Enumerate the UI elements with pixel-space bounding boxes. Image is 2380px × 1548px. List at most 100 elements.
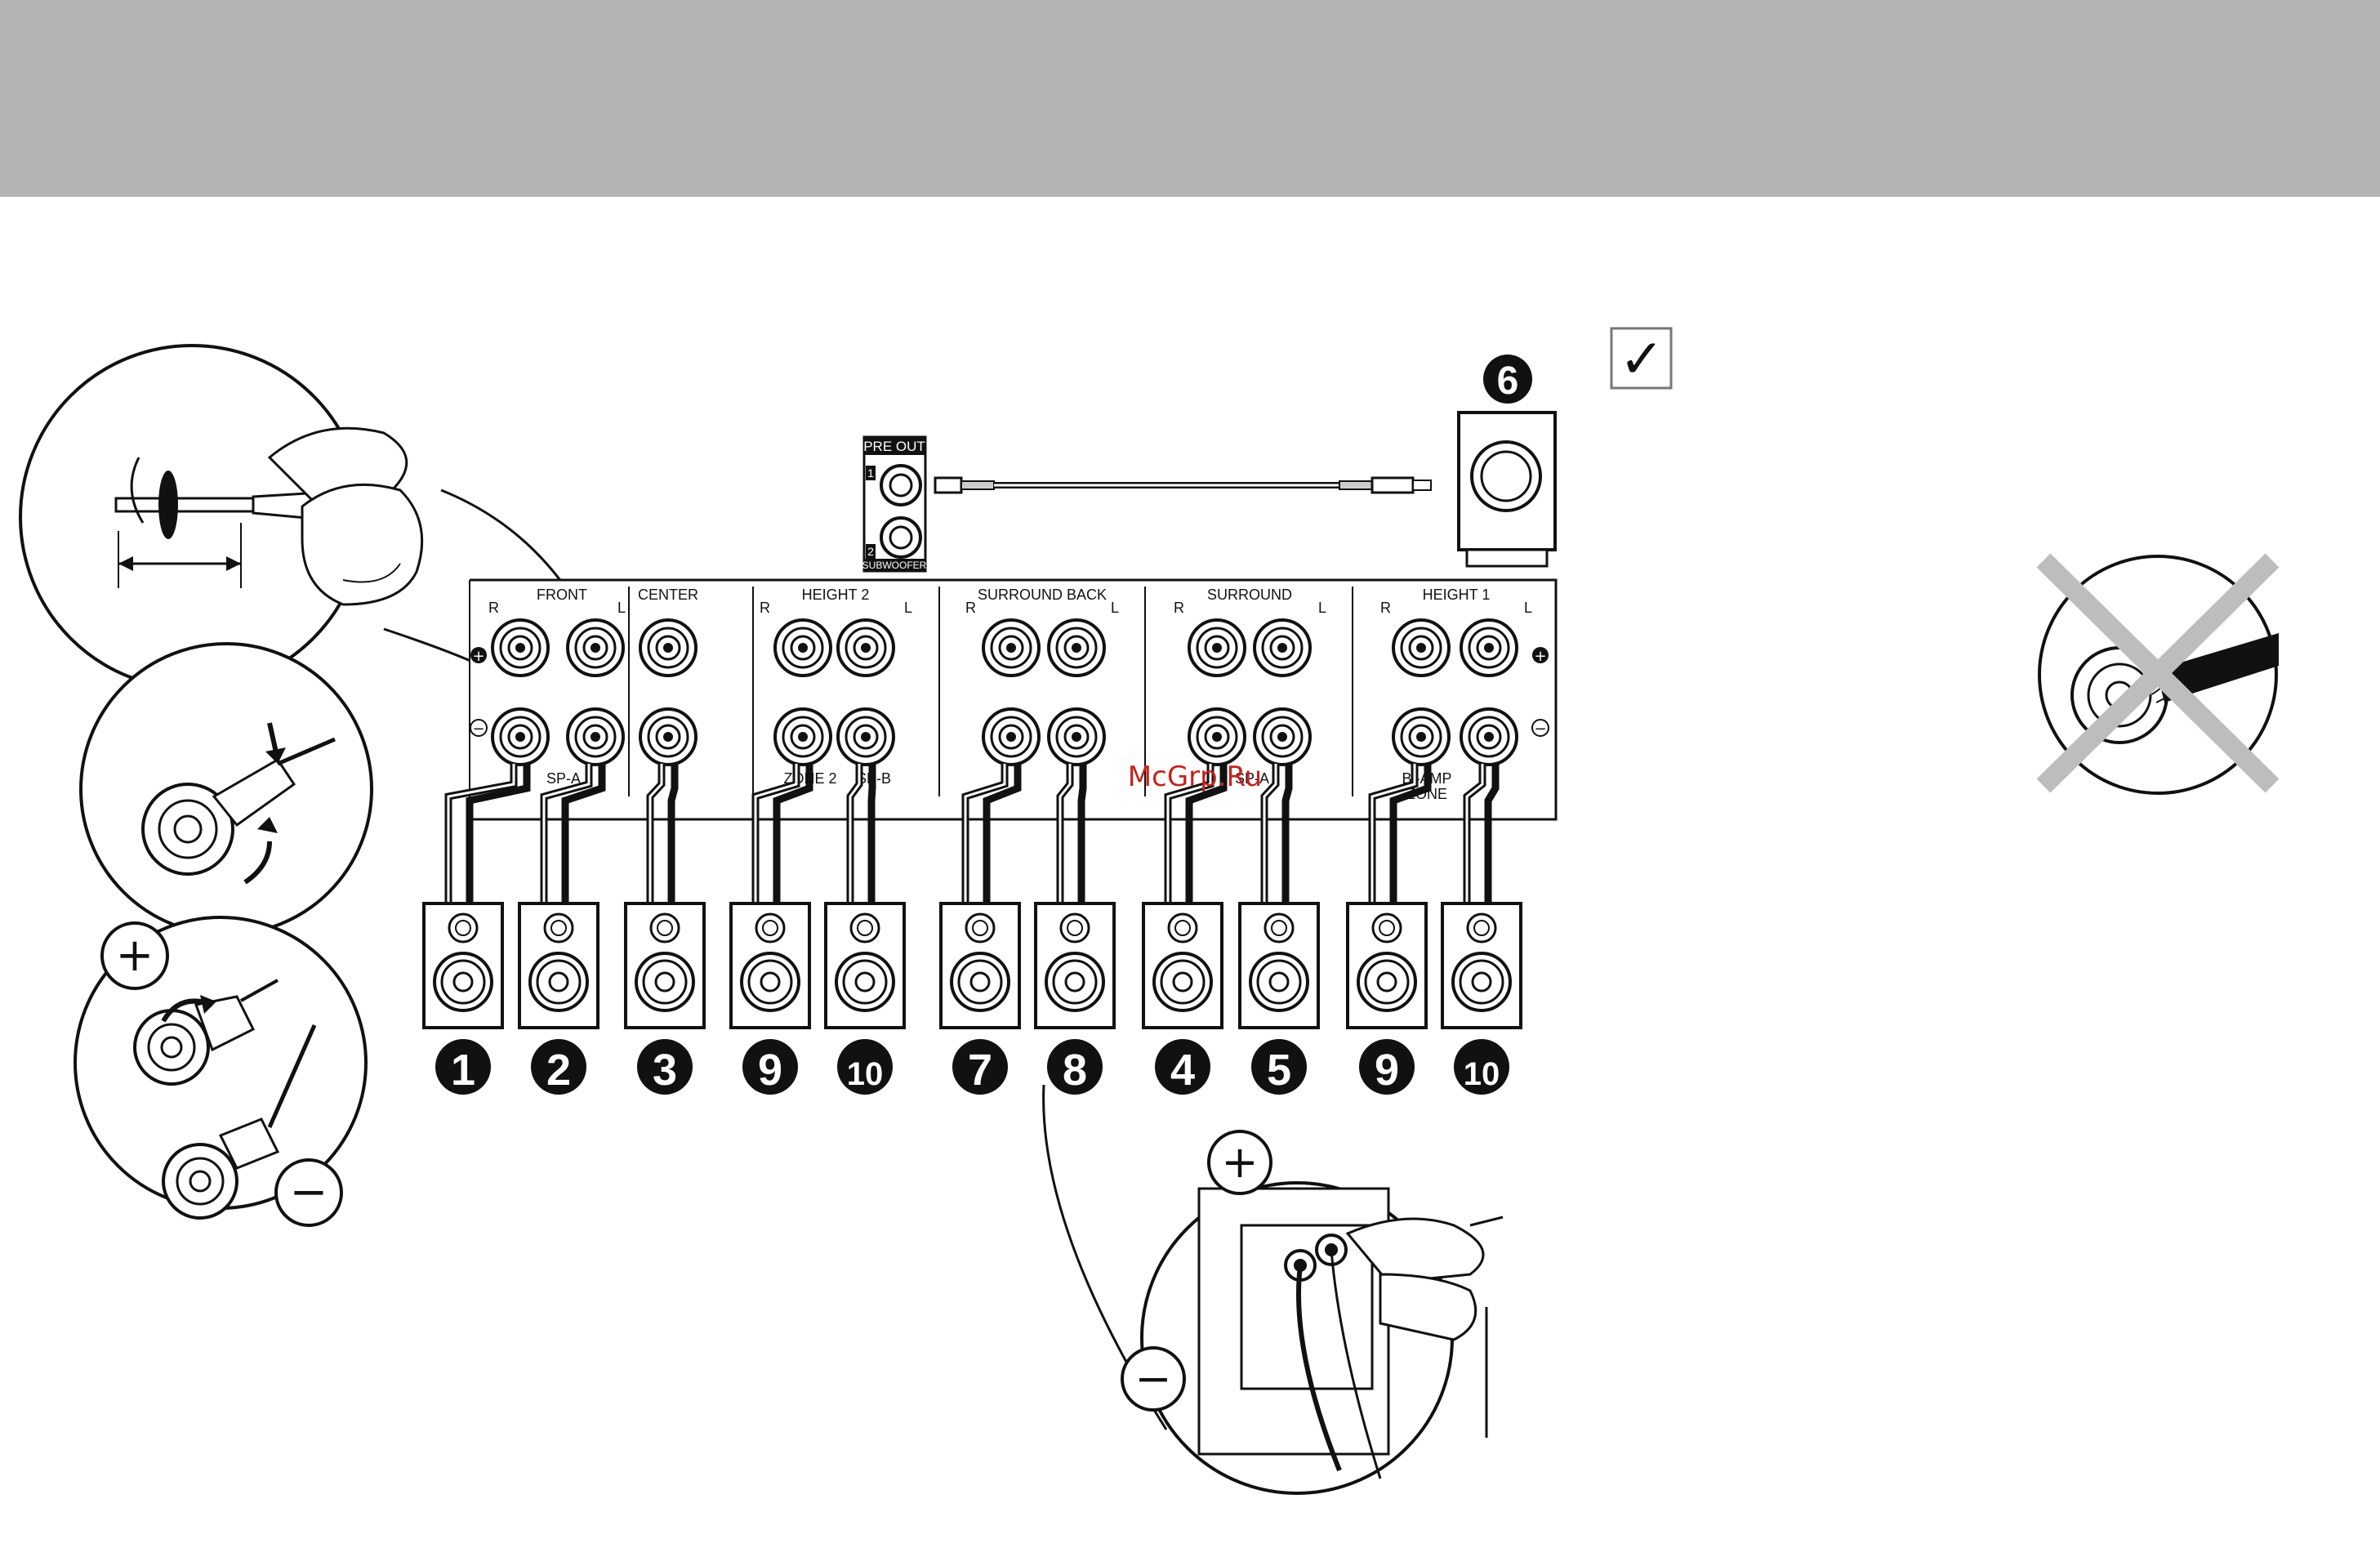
subwoofer-number: 6 bbox=[1497, 359, 1519, 403]
speaker-7 bbox=[1143, 903, 1222, 1028]
checkbox-check: ✓ bbox=[1619, 328, 1664, 390]
speaker-row bbox=[424, 903, 1521, 1028]
speaker-1 bbox=[519, 903, 598, 1028]
speaker-3 bbox=[731, 903, 809, 1028]
terminal-minus-7 bbox=[1189, 709, 1245, 765]
pre-out-jacks: PRE OUT 1 2 SUBWOOFER bbox=[862, 437, 927, 571]
wire-b-4 bbox=[871, 764, 872, 903]
wire-b-2 bbox=[671, 764, 675, 903]
speaker-badge-number-0: 1 bbox=[451, 1046, 475, 1095]
terminal-minus-3 bbox=[775, 709, 831, 765]
minus-symbol: − bbox=[290, 1166, 328, 1219]
bottom-minus-symbol: − bbox=[1122, 1348, 1184, 1410]
speaker-badge-1: 2 bbox=[531, 1039, 586, 1095]
speaker-badge-number-5: 7 bbox=[968, 1046, 992, 1095]
terminal-minus-8 bbox=[1255, 709, 1310, 765]
speaker-badge-2: 3 bbox=[637, 1039, 693, 1095]
front-r-label: R bbox=[488, 600, 499, 616]
height1-l-label: L bbox=[1524, 600, 1532, 616]
speaker-badge-number-7: 4 bbox=[1170, 1046, 1195, 1095]
panel-plus-right: + bbox=[1534, 648, 1546, 665]
wire-b-8 bbox=[1286, 764, 1289, 903]
terminal-plus-9 bbox=[1393, 620, 1449, 676]
terminal-plus-10 bbox=[1461, 620, 1517, 676]
binding-post-loosen-callout bbox=[81, 644, 372, 935]
pre-out-title: PRE OUT bbox=[863, 439, 925, 454]
subwoofer-cable bbox=[935, 478, 1431, 493]
speaker-number-row: 1 2 3 9 10 7 8 4 5 9 10 bbox=[435, 1039, 1509, 1095]
speaker-8 bbox=[1240, 903, 1318, 1028]
speaker-badge-number-2: 3 bbox=[653, 1046, 677, 1095]
panel-minus-left: − bbox=[472, 720, 484, 738]
terminal-plus-8 bbox=[1255, 620, 1310, 676]
speaker-badge-number-6: 8 bbox=[1063, 1046, 1087, 1095]
surround-back-label: SURROUND BACK bbox=[978, 587, 1107, 603]
speaker-4 bbox=[826, 903, 904, 1028]
terminal-plus-4 bbox=[838, 620, 894, 676]
pre-out-subwoofer: SUBWOOFER bbox=[862, 560, 927, 571]
bad-wire-example bbox=[2039, 556, 2279, 793]
speaker-badge-10: 10 bbox=[1454, 1039, 1509, 1095]
terminal-minus-4 bbox=[838, 709, 894, 765]
terminal-minus-0 bbox=[492, 709, 548, 765]
terminal-plus-7 bbox=[1189, 620, 1245, 676]
speaker-badge-number-1: 2 bbox=[546, 1046, 571, 1095]
speaker-5 bbox=[941, 903, 1019, 1028]
surround-back-r-label: R bbox=[965, 600, 976, 616]
watermark: McGrp.Ru bbox=[1128, 761, 1262, 793]
speaker-0 bbox=[424, 903, 502, 1028]
speaker-badge-number-9: 9 bbox=[1375, 1046, 1399, 1095]
height1-label: HEIGHT 1 bbox=[1423, 587, 1491, 603]
panel-plus-left: + bbox=[472, 648, 484, 665]
height2-label: HEIGHT 2 bbox=[802, 587, 870, 603]
speaker-badge-0: 1 bbox=[435, 1039, 491, 1095]
speaker-badge-number-8: 5 bbox=[1267, 1046, 1291, 1095]
minus-callout-symbol: − bbox=[276, 1160, 341, 1225]
speaker-badge-4: 10 bbox=[837, 1039, 893, 1095]
speaker-6 bbox=[1036, 903, 1114, 1028]
panel-minus-right: − bbox=[1534, 720, 1546, 738]
surround-r-label: R bbox=[1174, 600, 1184, 616]
receiver-panel: FRONT R L CENTER HEIGHT 2 R L SURROUND B… bbox=[448, 580, 1556, 903]
terminal-minus-9 bbox=[1393, 709, 1449, 765]
surround-label: SURROUND bbox=[1207, 587, 1292, 603]
terminal-minus-5 bbox=[983, 709, 1039, 765]
surround-back-l-label: L bbox=[1111, 600, 1119, 616]
speaker-badge-7: 4 bbox=[1155, 1039, 1210, 1095]
speaker-2 bbox=[626, 903, 704, 1028]
terminal-plus-5 bbox=[983, 620, 1039, 676]
terminal-minus-6 bbox=[1049, 709, 1104, 765]
speaker-badge-9: 9 bbox=[1359, 1039, 1415, 1095]
height1-r-label: R bbox=[1380, 600, 1391, 616]
pre-out-ch1: 1 bbox=[867, 466, 874, 480]
terminal-minus-2 bbox=[640, 709, 696, 765]
terminal-plus-0 bbox=[492, 620, 548, 676]
speaker-badge-number-3: 9 bbox=[758, 1046, 782, 1095]
wire-b-6 bbox=[1081, 764, 1083, 903]
speaker-badge-number-4: 10 bbox=[847, 1056, 884, 1092]
bottom-plus-symbol: + bbox=[1209, 1131, 1271, 1193]
speaker-badge-5: 7 bbox=[952, 1039, 1008, 1095]
speaker-9 bbox=[1348, 903, 1426, 1028]
bottom-plus-text: + bbox=[1221, 1136, 1258, 1188]
checkbox-icon: ✓ bbox=[1611, 328, 1671, 390]
height2-r-label: R bbox=[760, 600, 770, 616]
speaker-terminal-callout bbox=[1044, 1085, 1503, 1493]
terminal-plus-6 bbox=[1049, 620, 1104, 676]
bottom-minus-text: − bbox=[1134, 1353, 1171, 1404]
plus-symbol: + bbox=[116, 929, 154, 982]
height2-l-label: L bbox=[904, 600, 912, 616]
front-label: FRONT bbox=[537, 587, 587, 603]
terminal-plus-3 bbox=[775, 620, 831, 676]
surround-l-label: L bbox=[1318, 600, 1326, 616]
pre-out-ch2: 2 bbox=[867, 545, 874, 558]
terminal-minus-10 bbox=[1461, 709, 1517, 765]
speaker-badge-6: 8 bbox=[1047, 1039, 1103, 1095]
badge-subwoofer: 6 bbox=[1483, 355, 1532, 404]
center-label: CENTER bbox=[638, 587, 698, 603]
terminal-plus-2 bbox=[640, 620, 696, 676]
speaker-badge-8: 5 bbox=[1251, 1039, 1307, 1095]
subwoofer bbox=[1459, 413, 1555, 566]
speaker-badge-3: 9 bbox=[742, 1039, 798, 1095]
